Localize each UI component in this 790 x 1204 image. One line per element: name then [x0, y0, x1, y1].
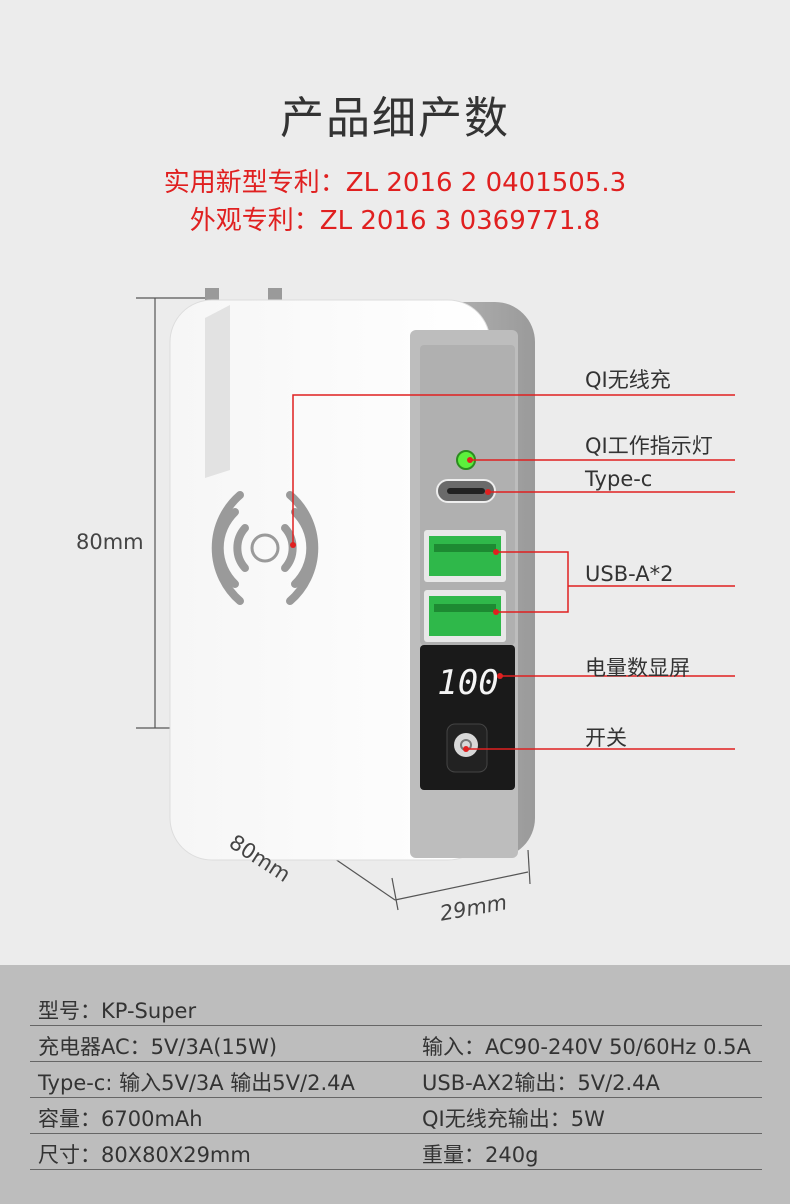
page-title: 产品细产数 — [280, 93, 510, 144]
callout-switch: 开关 — [585, 726, 627, 750]
qi-wireless-icon — [211, 491, 319, 605]
spec-cell-left: 尺寸：80X80X29mm — [38, 1143, 251, 1167]
design-patent: 外观专利：ZL 2016 3 0369771.8 — [189, 206, 601, 236]
usb-a-port-1 — [424, 530, 506, 582]
spec-row: Type-c: 输入5V/3A 输出5V/2.4A USB-AX2输出：5V/2… — [30, 1062, 762, 1098]
height-dimension-label: 80mm — [76, 530, 144, 554]
battery-display: 100 — [420, 645, 515, 790]
callout-type-c: Type-c — [585, 467, 653, 491]
callout-dots — [290, 457, 503, 752]
spec-cell-right: QI无线充输出：5W — [422, 1107, 605, 1131]
display-digits: 100 — [437, 663, 498, 703]
utility-patent: 实用新型专利：ZL 2016 2 0401505.3 — [163, 168, 627, 198]
spec-cell-left: 充电器AC：5V/3A(15W) — [38, 1035, 278, 1059]
callout-qi-indicator: QI工作指示灯 — [585, 434, 713, 458]
product-illustration: 100 — [136, 288, 735, 911]
depth-dimension-line — [394, 849, 531, 901]
spec-cell-right: 重量：240g — [422, 1143, 539, 1167]
spec-row: 充电器AC：5V/3A(15W) 输入：AC90-240V 50/60Hz 0.… — [30, 1026, 762, 1062]
usb-a-port-2 — [424, 590, 506, 642]
spec-table: 型号：KP-Super 充电器AC：5V/3A(15W) 输入：AC90-240… — [0, 965, 790, 1204]
spec-row: 容量：6700mAh QI无线充输出：5W — [30, 1098, 762, 1134]
spec-cell-left: 型号：KP-Super — [38, 999, 197, 1023]
callout-lines — [292, 394, 735, 750]
spec-cell-left: 容量：6700mAh — [38, 1107, 203, 1131]
callout-display: 电量数显屏 — [585, 656, 690, 680]
product-section: 产品细产数 实用新型专利：ZL 2016 2 0401505.3 外观专利：ZL… — [76, 93, 735, 926]
spec-row: 尺寸：80X80X29mm 重量：240g — [30, 1134, 762, 1170]
spec-cell-left: Type-c: 输入5V/3A 输出5V/2.4A — [38, 1071, 355, 1095]
spec-cell-right: USB-AX2输出：5V/2.4A — [422, 1071, 660, 1095]
spec-cell-right: 输入：AC90-240V 50/60Hz 0.5A — [422, 1035, 751, 1059]
callout-qi-charge: QI无线充 — [585, 368, 671, 392]
callout-usb-a: USB-A*2 — [585, 562, 674, 586]
height-dimension-line — [136, 297, 205, 729]
spec-row: 型号：KP-Super — [30, 990, 762, 1026]
type-c-port — [436, 479, 496, 503]
